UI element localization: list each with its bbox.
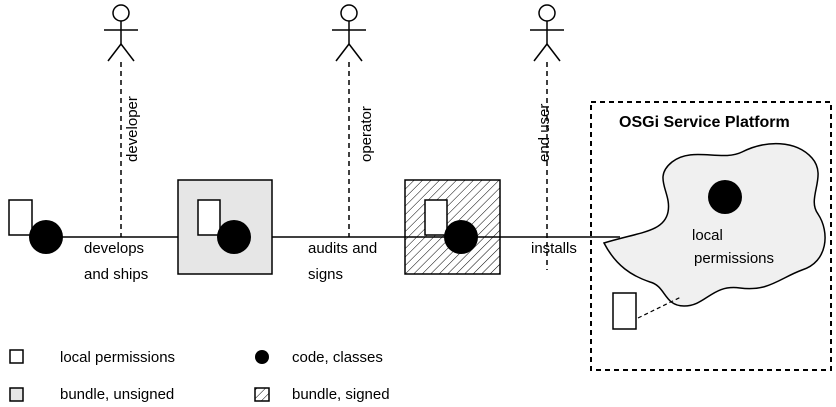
permissions-file-icon: [8, 199, 33, 236]
cloud-label-local: local: [692, 227, 723, 244]
legend: local permissions code, classes bundle, …: [9, 349, 390, 403]
code-classes-icon: [444, 220, 478, 254]
code-classes-icon: [217, 220, 251, 254]
code-classes-icon: [708, 180, 742, 214]
unsigned-bundle: [177, 179, 273, 275]
permissions-file-icon: [197, 199, 221, 236]
permissions-file-icon: [612, 292, 637, 330]
code-classes-icon: [29, 220, 63, 254]
end-user-actor: end user: [529, 4, 565, 270]
legend-local-permissions-icon: [9, 349, 24, 364]
installs-label: installs: [531, 240, 577, 257]
signed-bundle: [404, 179, 501, 275]
operator-figure-icon: [331, 4, 367, 62]
end-user-figure-icon: [529, 4, 565, 62]
developer-figure-icon: [103, 4, 139, 62]
local-permissions-cloud: [602, 142, 826, 307]
and-ships-label: and ships: [84, 266, 148, 283]
legend-code-classes-icon: [255, 350, 269, 364]
operator-actor: operator: [331, 4, 375, 237]
legend-bundle-unsigned-label: bundle, unsigned: [60, 386, 174, 403]
osgi-service-platform: OSGi Service Platform local permissions: [590, 101, 832, 371]
platform-title: OSGi Service Platform: [619, 114, 790, 131]
signs-label: signs: [308, 266, 343, 283]
end-user-role-label: end user: [536, 104, 553, 162]
permissions-file-icon: [424, 199, 448, 236]
platform-boundary: [590, 101, 832, 371]
operator-role-label: operator: [358, 106, 375, 162]
developer-actor: developer: [103, 4, 141, 237]
legend-code-classes-label: code, classes: [292, 349, 383, 366]
legend-local-permissions-label: local permissions: [60, 349, 175, 366]
raw-code-stage: [8, 199, 63, 254]
legend-bundle-signed-label: bundle, signed: [292, 386, 390, 403]
developer-role-label: developer: [124, 96, 141, 162]
permissions-link-line: [637, 296, 682, 319]
develops-label: develops: [84, 240, 144, 257]
legend-bundle-signed-icon: [254, 387, 270, 402]
audits-and-label: audits and: [308, 240, 377, 257]
legend-bundle-unsigned-icon: [9, 387, 24, 402]
cloud-label-permissions: permissions: [694, 250, 774, 267]
